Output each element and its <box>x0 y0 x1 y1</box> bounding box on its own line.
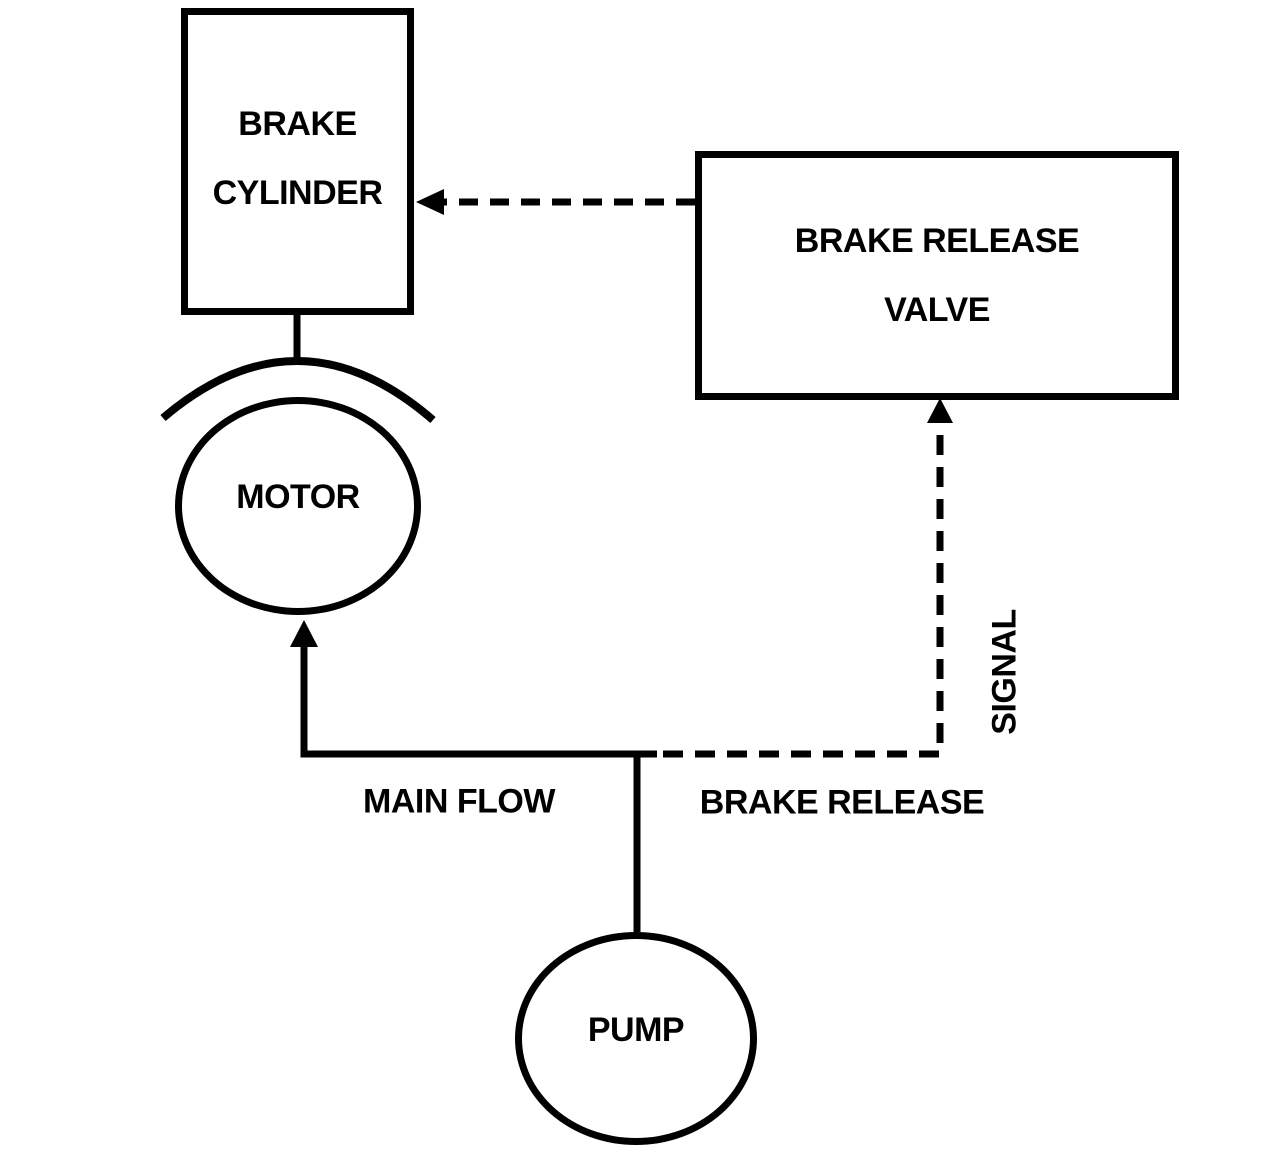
node-brake-release-valve: BRAKE RELEASE VALVE <box>695 151 1179 400</box>
signal-arrowhead-icon <box>927 398 953 423</box>
brake-release-valve-label-line2: VALVE <box>884 291 990 329</box>
node-brake-cylinder: BRAKE CYLINDER <box>181 8 414 315</box>
main-flow-line <box>300 640 657 932</box>
node-motor: MOTOR <box>175 397 421 615</box>
node-pump: PUMP <box>515 932 757 1145</box>
signal-edge-label: SIGNAL <box>985 609 1024 735</box>
brake-cylinder-label-line1: BRAKE <box>238 105 357 143</box>
brake-band-arc <box>160 357 436 424</box>
brake-release-edge-label: BRAKE RELEASE <box>699 783 985 822</box>
valve-to-cylinder-arrowhead-icon <box>416 189 444 215</box>
brake-release-valve-label-line1: BRAKE RELEASE <box>794 222 1080 260</box>
main-flow-arrowhead-icon <box>290 620 318 647</box>
signal-dashed-line <box>663 421 944 758</box>
main-flow-edge-label: MAIN FLOW <box>363 782 555 821</box>
pump-label: PUMP <box>587 1011 685 1049</box>
motor-label: MOTOR <box>236 478 360 516</box>
brake-cylinder-label-line2: CYLINDER <box>212 174 383 212</box>
